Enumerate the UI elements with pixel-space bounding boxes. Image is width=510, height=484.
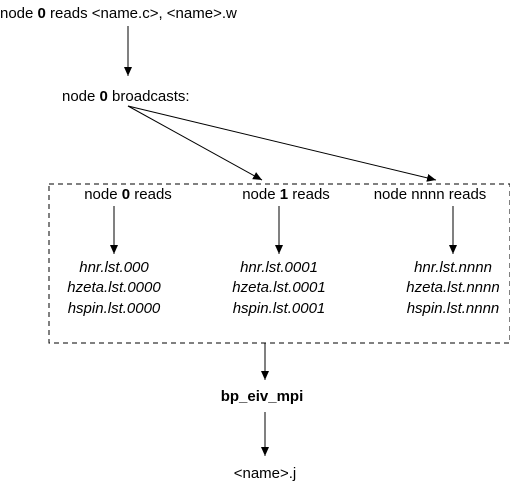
column-node-1: node 1 reads hnr.lst.0001 hzeta.lst.0001…: [232, 186, 330, 317]
output-file: <name>.j: [234, 465, 297, 482]
column-header: node nnnn reads: [374, 186, 487, 203]
step2-label: node 0 broadcasts:: [62, 88, 190, 105]
column-header: node 0 reads: [84, 186, 172, 203]
file-item: hnr.lst.0001: [240, 259, 318, 276]
file-item: hspin.lst.0001: [233, 300, 326, 317]
column-node-0: node 0 reads hnr.lst.000 hzeta.lst.0000 …: [67, 186, 172, 317]
broadcast-arrow-node1: [127, 105, 263, 181]
file-item: hzeta.lst.0001: [232, 279, 325, 296]
program-name: bp_eiv_mpi: [221, 388, 304, 405]
step1-label: node 0 reads <name.c>, <name>.w: [0, 5, 237, 22]
broadcast-arrow-nodennnn: [127, 105, 437, 182]
column-header: node 1 reads: [242, 186, 330, 203]
file-item: hspin.lst.nnnn: [407, 300, 500, 317]
file-item: hnr.lst.nnnn: [414, 259, 492, 276]
parallel-nodes-box: [48, 183, 510, 344]
column-node-nnnn: node nnnn reads hnr.lst.nnnn hzeta.lst.n…: [374, 186, 500, 317]
file-item: hzeta.lst.nnnn: [406, 279, 499, 296]
file-item: hnr.lst.000: [79, 259, 149, 276]
file-item: hzeta.lst.0000: [67, 279, 161, 296]
file-item: hspin.lst.0000: [68, 300, 161, 317]
